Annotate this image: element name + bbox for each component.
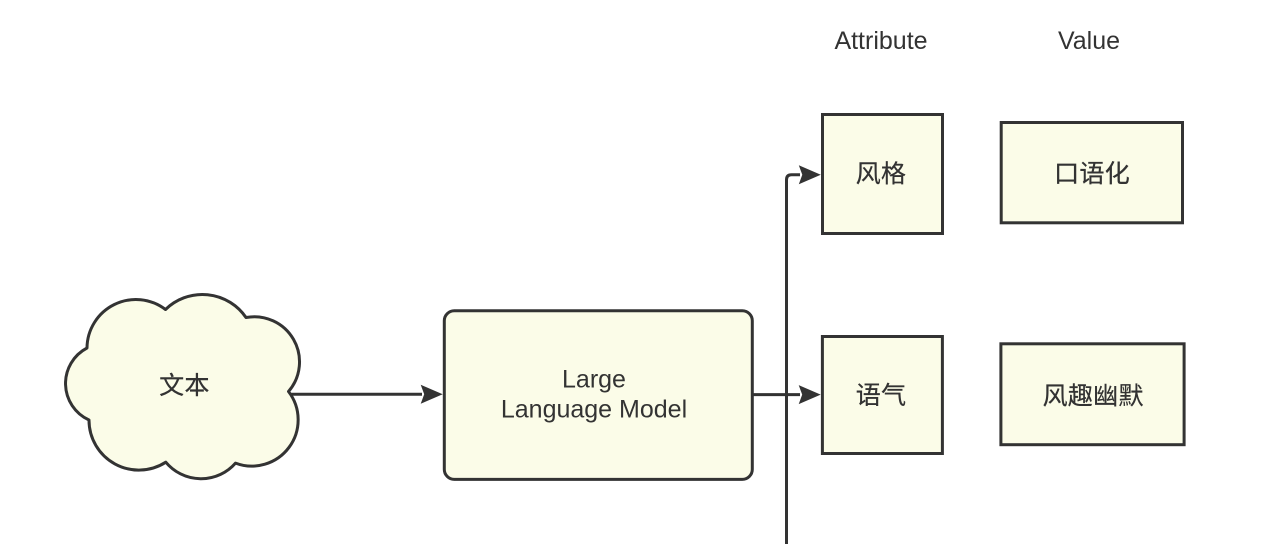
svg-text:Large: Large [562, 366, 626, 394]
svg-text:Value: Value [1058, 27, 1120, 55]
svg-text:Language Model: Language Model [501, 396, 687, 424]
svg-text:Attribute: Attribute [834, 27, 927, 55]
